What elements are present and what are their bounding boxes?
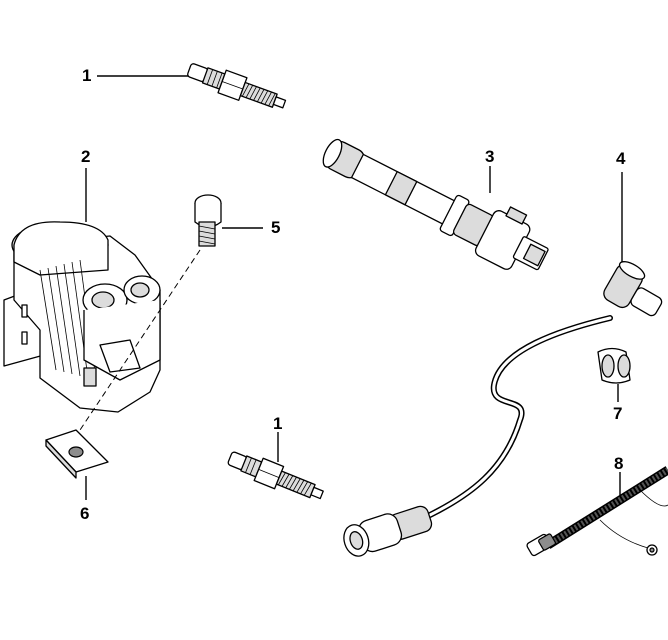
ignition-lead (343, 172, 663, 557)
callout-1-bottom: 1 (273, 414, 283, 433)
wiring-harness (526, 466, 668, 557)
washer (45, 429, 109, 500)
ignition-coil-pencil (322, 138, 549, 271)
spark-plug-bottom (227, 432, 324, 500)
mounting-screw (194, 194, 263, 247)
callout-8: 8 (614, 454, 624, 473)
ignition-coil-block (3, 168, 161, 413)
callout-2: 2 (81, 147, 91, 166)
callout-3: 3 (485, 147, 495, 166)
assembly-dashed-line (69, 249, 201, 446)
callout-1-top: 1 (82, 66, 92, 85)
callout-4: 4 (616, 149, 626, 168)
callout-5: 5 (271, 218, 281, 237)
callout-7: 7 (613, 404, 623, 423)
cable-clip (597, 347, 631, 402)
callout-6: 6 (80, 504, 90, 523)
spark-plug-top (97, 63, 287, 109)
